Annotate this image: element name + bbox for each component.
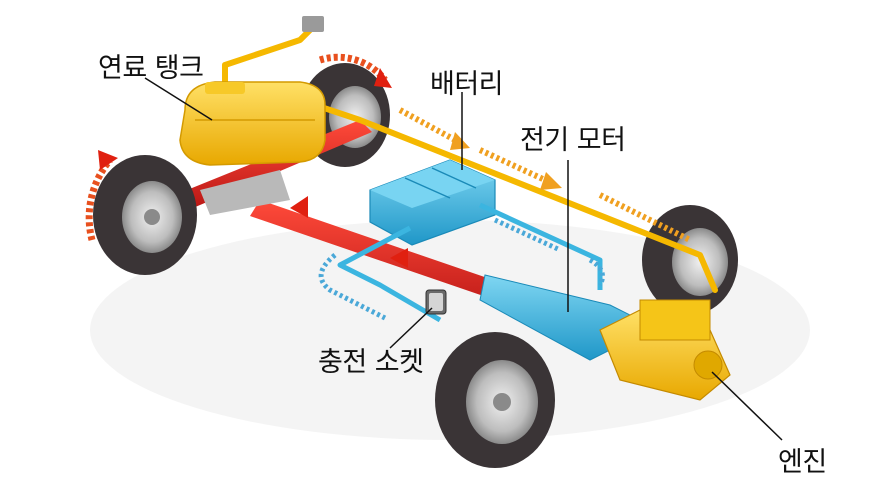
charging-socket-label: 충전 소켓 <box>318 347 424 378</box>
wheel-front-left <box>93 155 197 275</box>
battery-label: 배터리 <box>430 69 504 100</box>
rotation-arrowhead-left <box>98 150 118 170</box>
fuel-flow-arrows <box>398 107 692 243</box>
fuel-cap <box>302 16 324 32</box>
engine-leader-line <box>711 371 783 441</box>
wheel-rear-left <box>435 332 555 468</box>
ground-shadow <box>90 220 810 440</box>
fuel-tank-leader-line <box>144 77 213 121</box>
engine-label: 엔진 <box>778 447 827 478</box>
rotation-arrowhead-top <box>374 68 392 88</box>
fuel-flow-arrowheads <box>450 132 562 190</box>
fuel-line <box>222 27 718 293</box>
socket-leader-line <box>389 307 433 349</box>
battery-pack <box>369 159 496 246</box>
electric-motor-label: 전기 모터 <box>520 125 626 156</box>
rotation-arrow-left <box>85 157 113 241</box>
fuel-tank <box>179 81 326 166</box>
engine <box>599 299 731 401</box>
electric-flow-arrows <box>318 217 605 321</box>
fuel-tank-label: 연료 탱크 <box>98 53 204 84</box>
